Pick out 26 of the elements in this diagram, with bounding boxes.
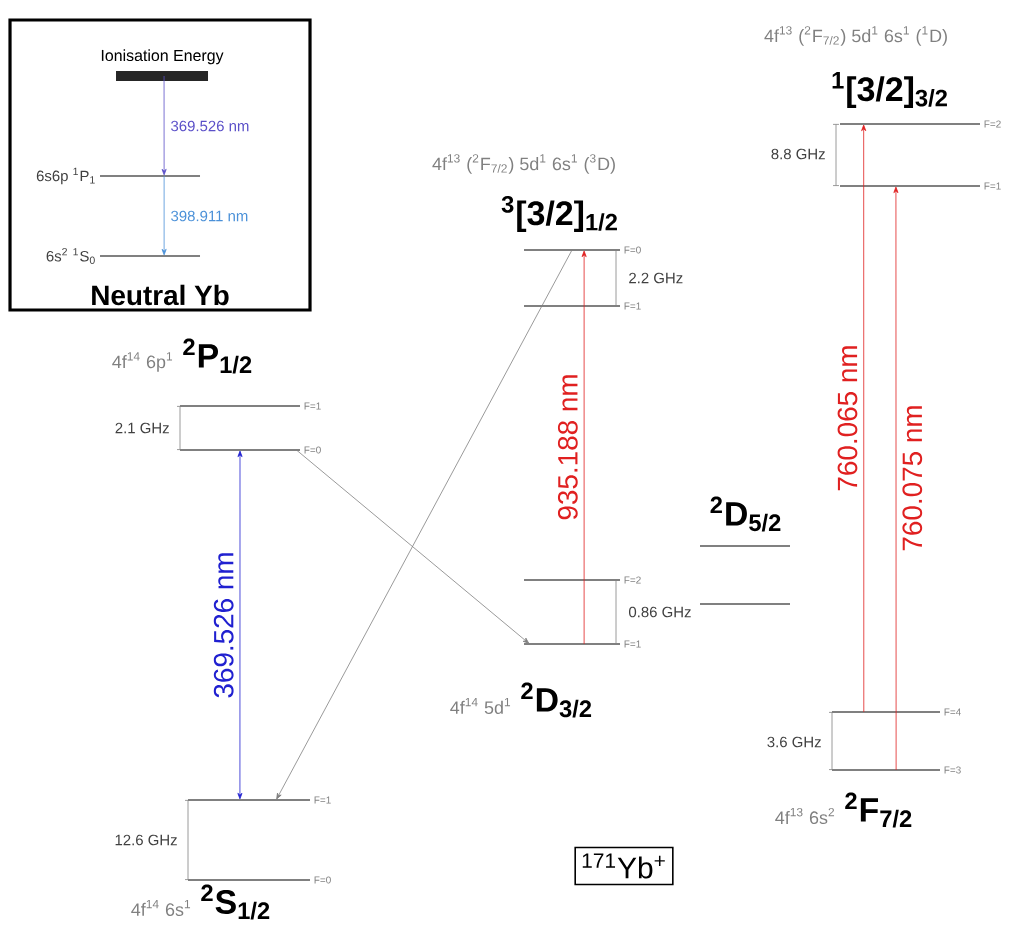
term-symbol: $^{2}$D$_{3/2}$ (521, 682, 592, 718)
term-symbol: $^{2}$F$_{7/2}$ (845, 792, 912, 828)
term-symbol: $^{2}$P$_{1/2}$ (183, 338, 252, 374)
configuration-label: 4f$^{13}$ ($^{2}$F$_{7/2}$) 5d$^{1}$ 6s$^{1}$ ($^{1}$D) (764, 26, 947, 46)
configuration-label: 4f$^{13}$ ($^{2}$F$_{7/2}$) 5d$^{1}$ 6s$^{1}$ ($^{3}$D) (432, 154, 615, 174)
wavelength-label: 935.188 nm (556, 371, 580, 523)
transition-arrow (581, 250, 587, 645)
ion-box: $^{171}$Yb$^{+}$ (574, 846, 674, 886)
configuration-label: 4f$^{14}$ 6s$^{1}$ (131, 900, 191, 916)
wavelength-label: 760.075 nm (900, 402, 925, 554)
term-symbol: $^{2}$S$_{1/2}$ (201, 884, 270, 920)
wavelength-label: 760.065 nm (835, 342, 860, 494)
wavelength-label: 369.526 nm (211, 549, 236, 701)
configuration-label: 4f$^{13}$ 6s$^{2}$ (775, 807, 835, 825)
transition-arrow (237, 450, 243, 800)
transition-arrow (861, 124, 867, 713)
configuration-label: 4f$^{14}$ 5d$^{1}$ (450, 698, 511, 714)
transition-arrow (276, 249, 573, 800)
transition-arrow (161, 75, 167, 176)
term-symbol: $^{1}$[3/2]$_{3/2}$ (832, 72, 947, 108)
transition-arrow (161, 175, 167, 256)
transition-arrow (296, 449, 530, 644)
configuration-label: 4f$^{14}$ 6p$^{1}$ (112, 352, 173, 372)
term-symbol: $^{2}$D$_{5/2}$ (710, 496, 781, 532)
transition-arrow (893, 186, 899, 771)
term-symbol: $^{3}$[3/2]$_{1/2}$ (501, 195, 617, 233)
